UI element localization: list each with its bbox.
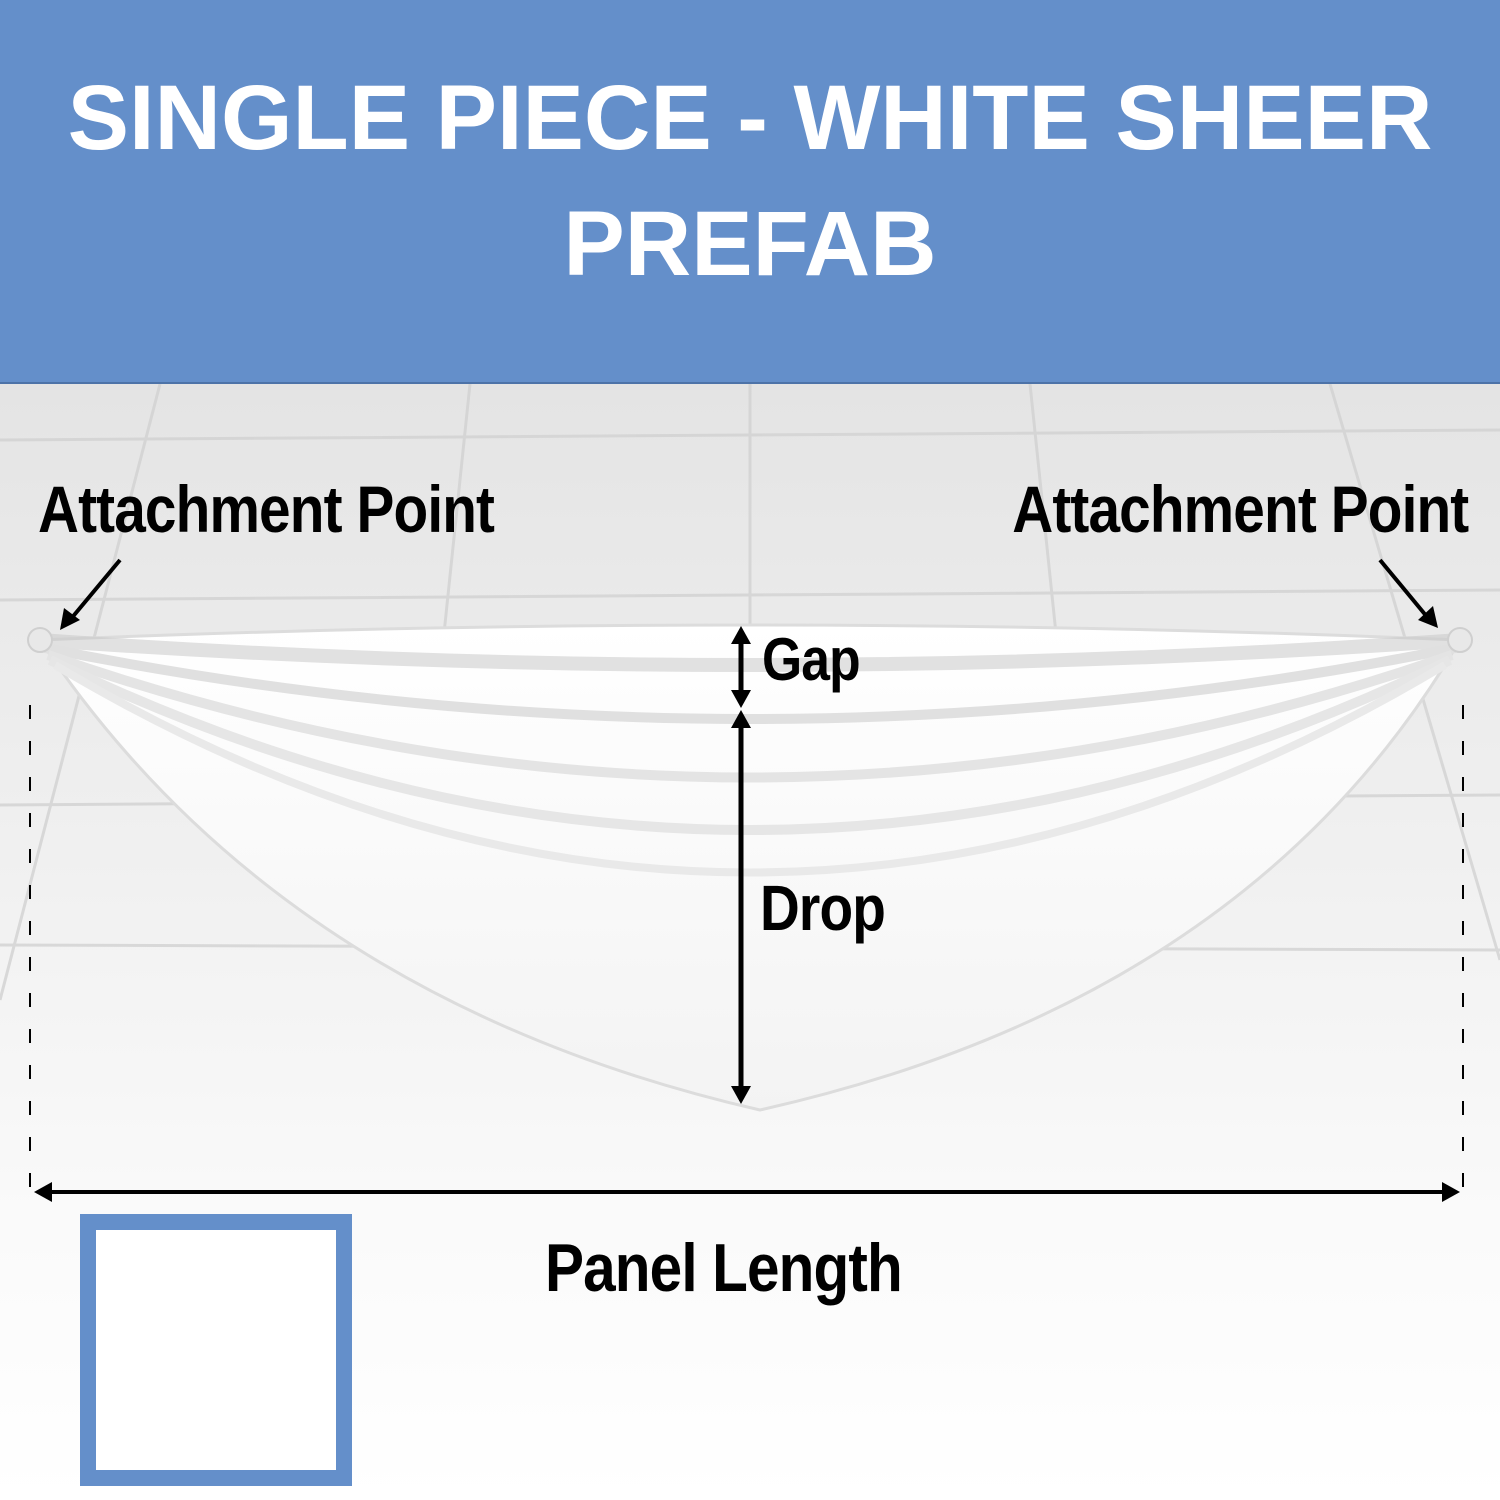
product-title-line-2: PREFAB [563, 193, 937, 295]
drop-label: Drop [760, 872, 886, 944]
panel-extent-guides [29, 705, 1464, 1195]
attachment-point-left-label: Attachment Point [38, 472, 495, 546]
panel-length-arrow [34, 1182, 1460, 1202]
gap-drop-arrows [731, 626, 751, 1104]
drape-fabric [27, 623, 1473, 1112]
attachment-point-right-label: Attachment Point [1011, 472, 1469, 546]
color-swatch [80, 1214, 352, 1486]
product-title-line-1: SINGLE PIECE - WHITE SHEER [67, 67, 1433, 169]
panel-length-label: Panel Length [545, 1230, 903, 1306]
gap-label: Gap [762, 626, 861, 693]
title-banner: SINGLE PIECE - WHITE SHEER PREFAB [0, 0, 1500, 384]
attachment-arrows [60, 558, 1438, 630]
